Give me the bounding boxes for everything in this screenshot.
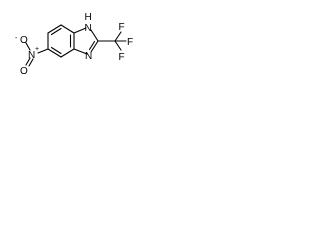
benzene-ring — [47, 24, 75, 58]
atom-n3-label: N — [85, 51, 92, 62]
atom-labels: N H N F F F N + O - O — [15, 12, 133, 77]
double-bond-c4-c5 — [50, 46, 62, 55]
bond-c2-n3 — [90, 40, 99, 53]
bond-n1-c2 — [90, 29, 99, 42]
atom-n1-hydrogen-label: H — [85, 12, 92, 23]
atom-nitro-o-up-charge: - — [15, 35, 18, 42]
bond-c7a-n1 — [73, 27, 87, 34]
bond-ccf3-f-bottom — [114, 40, 122, 51]
bond-nitro-n-o-down — [25, 57, 31, 66]
imidazole-ring — [73, 27, 99, 55]
bond-c6-c7 — [47, 24, 62, 34]
bond-nitro-n-o-up — [25, 42, 31, 51]
atom-f-bottom-label: F — [119, 52, 125, 63]
bond-c5-nitro-n — [37, 48, 49, 54]
nitro-group — [25, 42, 49, 67]
atom-n1-label: N — [85, 23, 92, 34]
bond-c4-c5 — [47, 48, 62, 58]
benzimidazole-structure-diagram: N H N F F F N + O - O — [15, 12, 133, 77]
bond-c3a-c4 — [60, 48, 75, 58]
bond-c7-c7a — [60, 24, 75, 34]
double-bond-c2-n3 — [88, 40, 96, 51]
double-bond-c6-c7 — [50, 27, 62, 36]
double-bond-nitro-n-o-down — [28, 58, 34, 67]
atom-f-top-label: F — [119, 22, 125, 33]
bond-n3-c3a — [73, 48, 88, 55]
atom-nitro-o-up-label: O — [20, 35, 28, 46]
bond-ccf3-f-top — [114, 31, 122, 42]
atom-f-right-label: F — [127, 37, 133, 48]
atom-nitro-n-label: N — [28, 50, 35, 61]
atom-nitro-n-charge: + — [35, 46, 39, 53]
trifluoromethyl-group — [97, 31, 127, 51]
atom-nitro-o-down-label: O — [20, 66, 28, 77]
